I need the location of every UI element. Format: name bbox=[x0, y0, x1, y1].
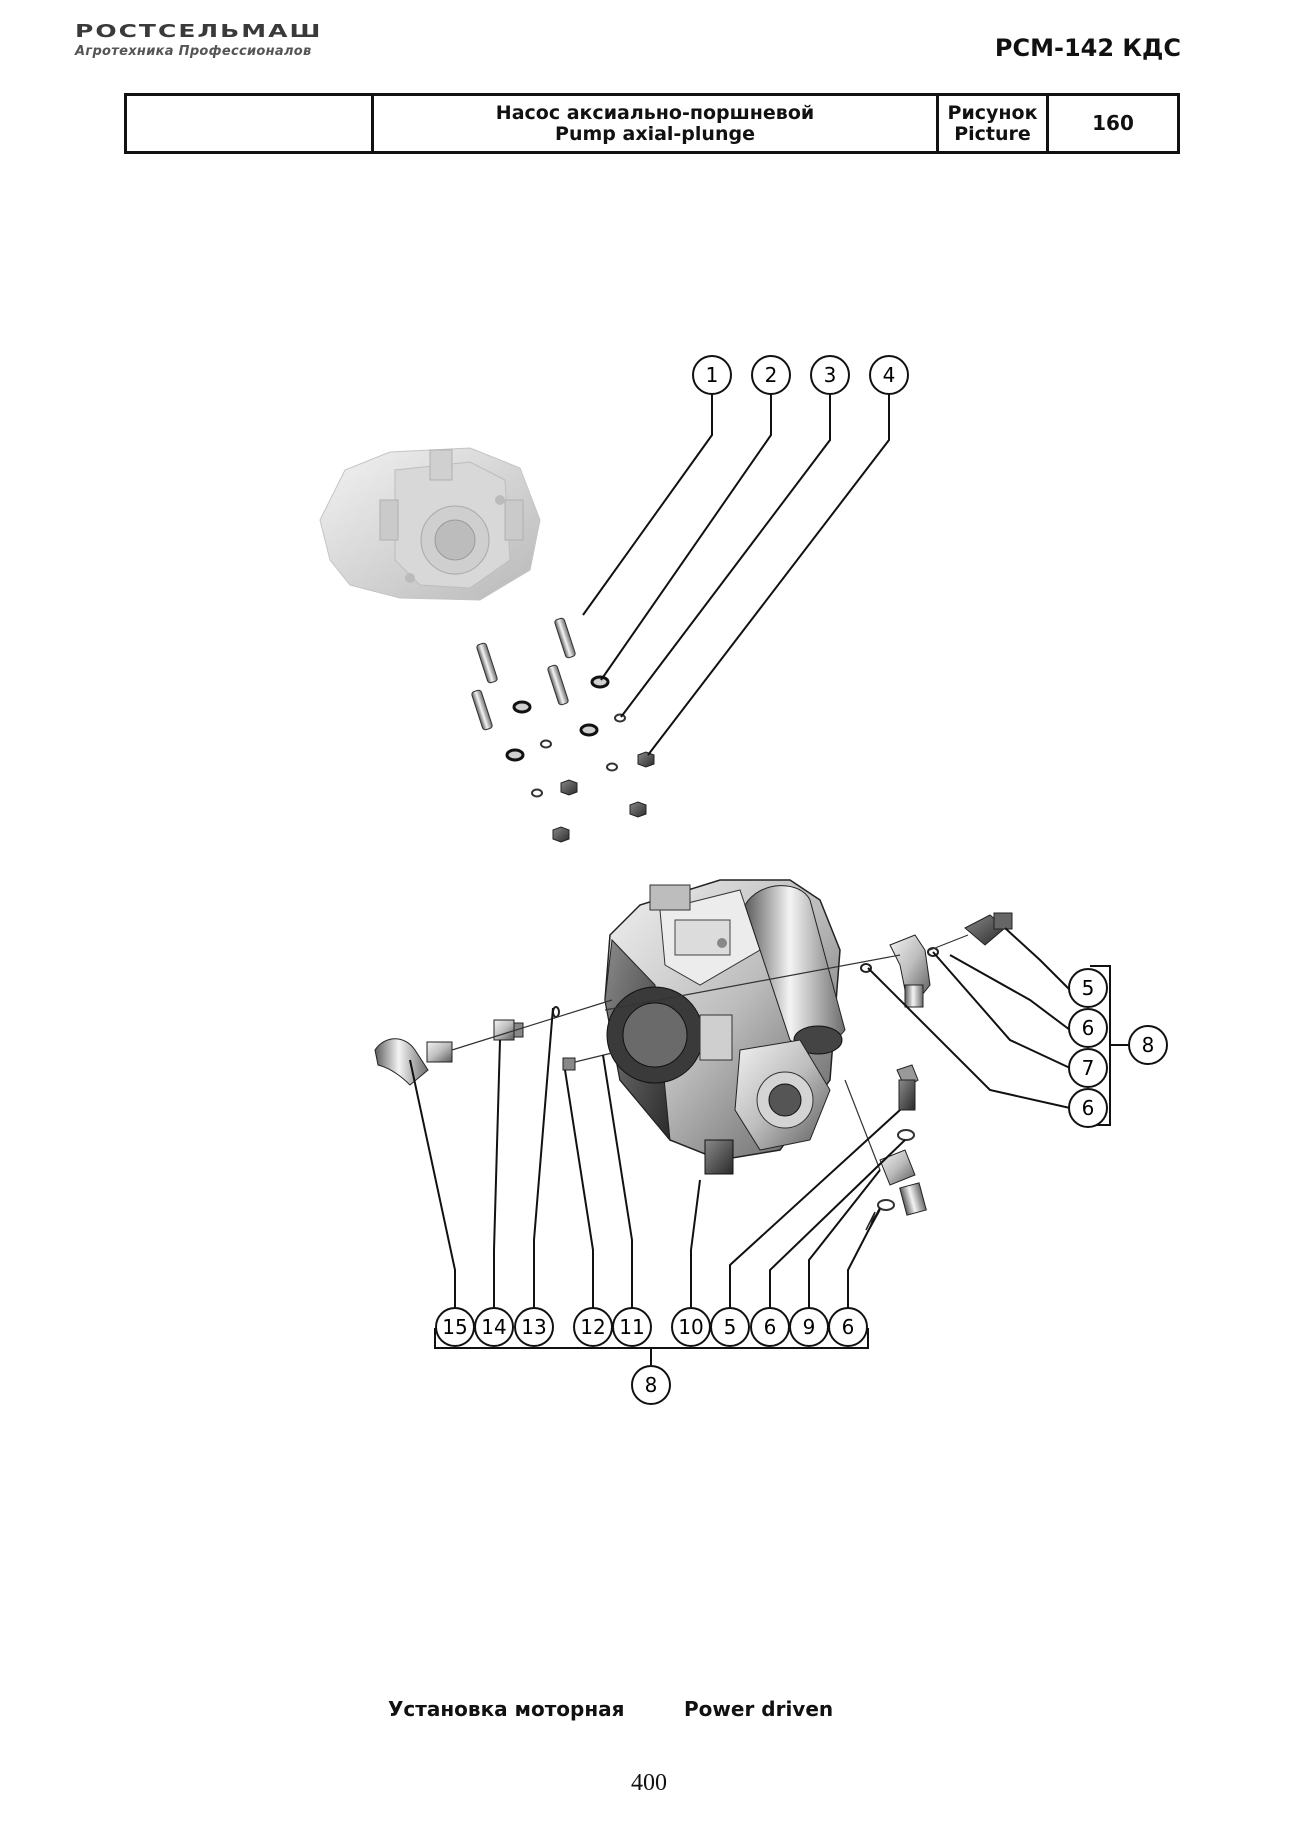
washer bbox=[579, 723, 599, 737]
callout-label: 6 bbox=[842, 1315, 855, 1339]
washer bbox=[590, 675, 610, 689]
callout-label: 11 bbox=[619, 1315, 644, 1339]
callout-balloon: 15 bbox=[435, 1307, 475, 1347]
nut bbox=[560, 779, 578, 796]
callout-label: 4 bbox=[883, 363, 896, 387]
callout-label: 8 bbox=[645, 1373, 658, 1397]
callout-label: 12 bbox=[580, 1315, 605, 1339]
brand-name: РОСТСЕЛЬМАШ bbox=[75, 20, 323, 42]
callout-label: 9 bbox=[803, 1315, 816, 1339]
callout-balloon: 10 bbox=[671, 1307, 711, 1347]
picture-label-ru: Рисунок bbox=[947, 101, 1038, 124]
callout-balloon: 5 bbox=[1068, 968, 1108, 1008]
callout-balloon: 6 bbox=[1068, 1008, 1108, 1048]
right-fitting-assembly bbox=[604, 912, 1013, 1011]
part-name-ru: Насос аксиально-поршневой bbox=[495, 101, 815, 124]
stud bbox=[547, 664, 569, 706]
brand-tagline: Агротехника Профессионалов bbox=[75, 44, 312, 59]
callout-group-balloon: 8 bbox=[631, 1365, 671, 1405]
title-block-picture-label-cell: Рисунок Picture bbox=[939, 96, 1049, 151]
lock-washer bbox=[606, 762, 618, 772]
callout-balloon: 11 bbox=[612, 1307, 652, 1347]
caption-en: Power driven bbox=[684, 1697, 834, 1721]
callout-balloon: 3 bbox=[810, 355, 850, 395]
callout-balloon: 5 bbox=[710, 1307, 750, 1347]
callout-balloon: 9 bbox=[789, 1307, 829, 1347]
caption-ru: Установка моторная bbox=[388, 1697, 625, 1721]
stud bbox=[471, 689, 493, 731]
left-fitting-assembly bbox=[374, 999, 613, 1086]
title-block: Насос аксиально-поршневой Pump axial-plu… bbox=[124, 93, 1180, 154]
nut bbox=[637, 751, 655, 768]
callouts-bottom: 15 14 13 12 11 10 5 6 9 6 8 bbox=[435, 1307, 868, 1405]
stud bbox=[554, 617, 576, 659]
callout-label: 7 bbox=[1082, 1056, 1095, 1080]
callout-label: 10 bbox=[678, 1315, 703, 1339]
callout-label: 13 bbox=[521, 1315, 546, 1339]
callout-balloon: 4 bbox=[869, 355, 909, 395]
callout-label: 3 bbox=[824, 363, 837, 387]
callout-label: 6 bbox=[1082, 1016, 1095, 1040]
callout-group-balloon: 8 bbox=[1128, 1025, 1168, 1065]
leader-lines bbox=[409, 394, 1071, 1308]
part-name-en: Pump axial-plunge bbox=[555, 122, 755, 145]
picture-label-en: Picture bbox=[954, 122, 1031, 145]
callout-label: 6 bbox=[764, 1315, 777, 1339]
callout-label: 8 bbox=[1142, 1033, 1155, 1057]
callout-balloon: 13 bbox=[514, 1307, 554, 1347]
callout-balloon: 6 bbox=[828, 1307, 868, 1347]
callouts-top: 1 2 3 4 bbox=[692, 355, 909, 395]
callout-balloon: 2 bbox=[751, 355, 791, 395]
callout-label: 1 bbox=[706, 363, 719, 387]
company-logo: РОСТСЕЛЬМАШ Агротехника Профессионалов bbox=[75, 22, 365, 59]
title-block-name-cell: Насос аксиально-поршневой Pump axial-plu… bbox=[374, 96, 939, 151]
banjo-fitting-assembly bbox=[844, 1064, 927, 1231]
callout-label: 5 bbox=[1082, 976, 1095, 1000]
lock-washer bbox=[540, 739, 552, 749]
callout-balloon: 6 bbox=[750, 1307, 790, 1347]
callout-balloon: 12 bbox=[573, 1307, 613, 1347]
axial-piston-pump bbox=[604, 879, 846, 1175]
mounting-housing-ghost bbox=[319, 447, 541, 601]
nut bbox=[629, 801, 647, 818]
callout-balloon: 14 bbox=[474, 1307, 514, 1347]
callout-balloon: 6 bbox=[1068, 1088, 1108, 1128]
callout-label: 5 bbox=[724, 1315, 737, 1339]
lock-washer bbox=[531, 788, 543, 798]
callout-balloon: 7 bbox=[1068, 1048, 1108, 1088]
page-number: 400 bbox=[631, 1770, 667, 1796]
lock-washer bbox=[614, 713, 626, 723]
nut bbox=[552, 826, 570, 843]
washer bbox=[505, 748, 525, 762]
picture-number: 160 bbox=[1092, 111, 1134, 135]
callout-label: 2 bbox=[765, 363, 778, 387]
group-brackets bbox=[434, 965, 1130, 1365]
callout-label: 15 bbox=[442, 1315, 467, 1339]
fastener-set bbox=[471, 617, 655, 843]
title-block-empty-cell bbox=[127, 96, 374, 151]
callouts-right: 5 6 7 6 8 bbox=[1068, 968, 1168, 1128]
stud bbox=[476, 642, 498, 684]
callout-balloon: 1 bbox=[692, 355, 732, 395]
callout-label: 6 bbox=[1082, 1096, 1095, 1120]
picture-number-cell: 160 bbox=[1049, 96, 1177, 151]
model-title: РСМ-142 КДС bbox=[994, 34, 1181, 62]
washer bbox=[512, 700, 532, 714]
callout-label: 14 bbox=[481, 1315, 506, 1339]
